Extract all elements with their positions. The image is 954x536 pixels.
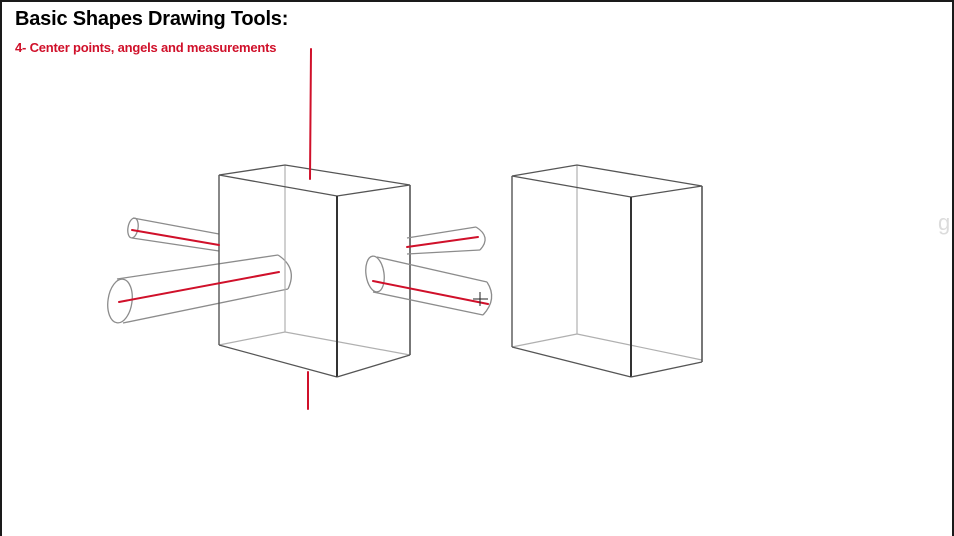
- upper-left-axis: [131, 229, 220, 246]
- crosshair-cursor-icon: [473, 292, 488, 306]
- vertical-axis-top: [309, 48, 312, 180]
- clipped-edge-glyph: g: [938, 210, 951, 235]
- lesson-subtitle: 4- Center points, angels and measurement…: [15, 40, 277, 55]
- center-axis-lines: [118, 48, 489, 410]
- lower-right-cylinder: [365, 255, 493, 316]
- lesson-title: Basic Shapes Drawing Tools:: [15, 8, 289, 30]
- lower-left-cylinder: [107, 254, 292, 324]
- left-box: [218, 164, 411, 378]
- lower-right-axis: [372, 280, 489, 305]
- upper-right-axis: [406, 236, 479, 248]
- right-box: [511, 164, 703, 378]
- upper-left-cylinder: [127, 217, 220, 252]
- upper-right-cylinder: [406, 226, 486, 255]
- lower-left-axis: [118, 271, 280, 303]
- left-box-with-cylinders: [107, 48, 493, 410]
